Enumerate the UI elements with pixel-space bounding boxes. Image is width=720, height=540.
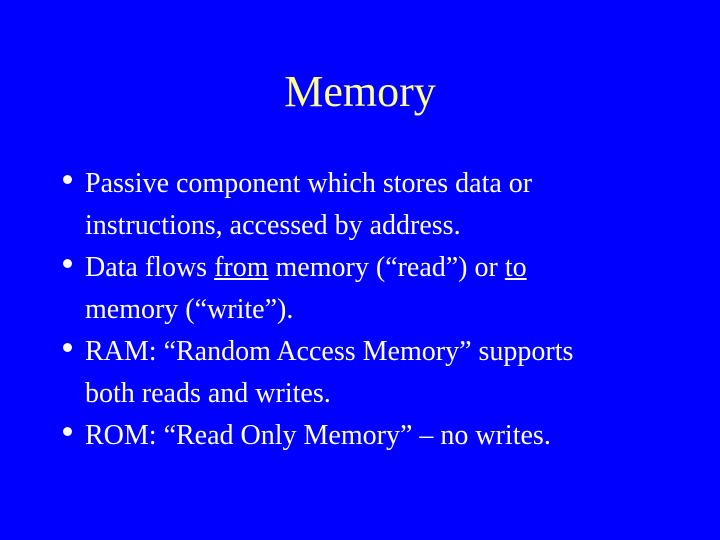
text-segment: ROM: “Read Only Memory” – no writes.: [85, 420, 551, 451]
bullet-line: instructions, accessed by address.: [85, 205, 683, 247]
underlined-text-segment: to: [504, 252, 527, 283]
bullet-item: Passive component which stores data or in…: [63, 163, 683, 247]
text-segment: RAM: “Random Access Memory” supports: [85, 336, 574, 367]
bullet-item: RAM: “Random Access Memory” supports both…: [63, 331, 683, 415]
bullet-line: Data flows from memory (“read”) or to: [85, 247, 683, 289]
bullet-dot-icon: [63, 427, 72, 436]
slide-title: Memory: [284, 67, 436, 116]
text-segment: both reads and writes.: [85, 378, 331, 409]
text-segment: Passive component which stores data or: [85, 168, 533, 199]
bullet-line: Passive component which stores data or: [85, 163, 683, 205]
bullet-dot-icon: [63, 343, 72, 352]
bullet-dot-icon: [63, 259, 72, 268]
bullet-line: both reads and writes.: [85, 373, 683, 415]
bullet-line: RAM: “Random Access Memory” supports: [85, 331, 683, 373]
bullet-dot-icon: [63, 175, 72, 184]
text-segment: memory (“write”).: [85, 294, 294, 325]
underlined-text-segment: from: [214, 252, 269, 283]
bullet-line: memory (“write”).: [85, 289, 683, 331]
bullet-line: ROM: “Read Only Memory” – no writes.: [85, 415, 683, 457]
bullet-item: ROM: “Read Only Memory” – no writes.: [63, 415, 683, 457]
bullet-list: Passive component which stores data or in…: [63, 163, 683, 457]
text-segment: instructions, accessed by address.: [85, 210, 461, 241]
text-segment: Data flows: [85, 252, 215, 283]
text-segment: memory (“read”) or: [268, 252, 505, 283]
